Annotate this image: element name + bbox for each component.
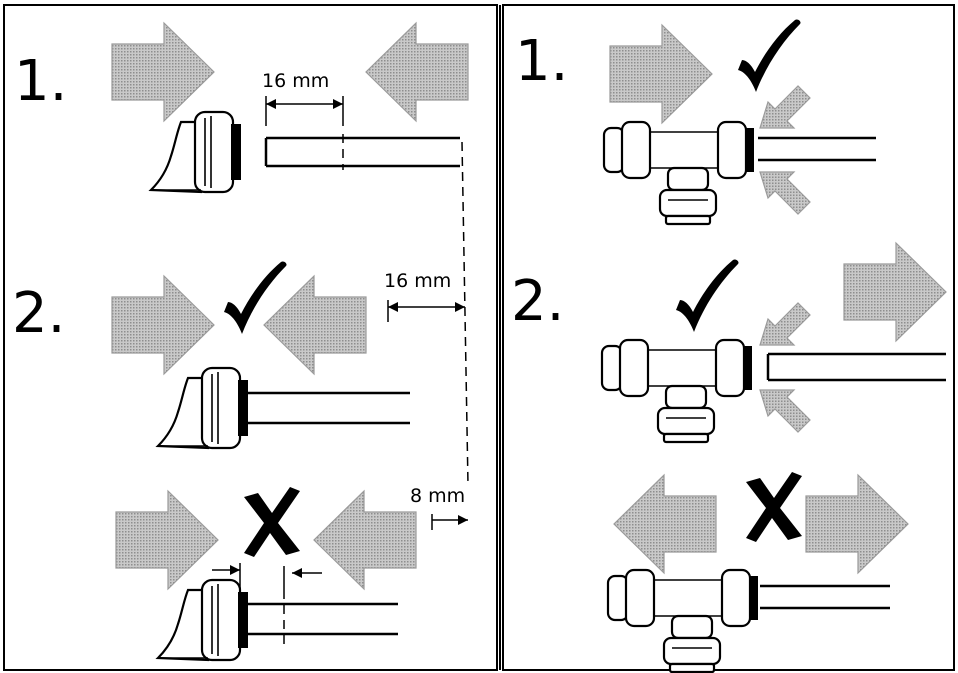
insertion-arrows-icon <box>212 563 322 590</box>
push-arrow-left-icon <box>613 474 717 574</box>
left-step2-dimension-top: 16 mm <box>384 270 451 292</box>
push-arrow-left-icon <box>365 22 469 122</box>
tube-icon <box>246 590 398 646</box>
push-arrow-right-icon <box>805 474 909 574</box>
straight-connector-icon <box>149 110 243 194</box>
tube-icon <box>264 134 460 170</box>
left-step1-label: 1. <box>14 49 67 114</box>
push-arrow-right-icon <box>111 275 215 375</box>
release-arrow-icon <box>759 171 811 215</box>
tube-icon <box>246 391 410 425</box>
right-panel-border <box>502 4 955 671</box>
right-step1-label: 1. <box>515 29 568 94</box>
push-arrow-left-icon <box>313 490 417 590</box>
tee-connector-icon <box>600 338 754 444</box>
push-arrow-left-icon <box>263 275 367 375</box>
tube-icon <box>766 352 946 382</box>
push-arrow-right-icon <box>115 490 219 590</box>
left-step2-dimension-bottom: 8 mm <box>410 485 465 507</box>
tube-icon <box>760 584 890 610</box>
tee-connector-icon <box>602 120 756 226</box>
left-step1-dimension: 16 mm <box>262 70 329 92</box>
dimension-arrow-icon <box>387 300 465 322</box>
straight-connector-icon <box>156 366 250 450</box>
dimension-arrow-icon <box>431 514 468 530</box>
check-mark-icon <box>676 259 739 332</box>
release-arrow-icon <box>759 389 811 433</box>
check-mark-icon <box>738 19 801 93</box>
guide-line <box>461 141 469 486</box>
tube-icon <box>758 136 876 162</box>
release-arrow-icon <box>759 85 811 129</box>
tee-connector-icon <box>606 568 760 673</box>
straight-connector-icon <box>156 578 250 662</box>
cross-mark-icon <box>244 487 300 557</box>
dimension-arrow-icon <box>265 96 344 126</box>
cross-mark-icon <box>746 472 802 542</box>
left-panel-border <box>3 4 498 671</box>
push-arrow-right-icon <box>609 24 713 124</box>
push-arrow-right-icon <box>111 22 215 122</box>
push-arrow-right-icon <box>843 242 947 342</box>
right-step2-label: 2. <box>511 269 564 334</box>
left-step2-label: 2. <box>12 281 65 346</box>
release-arrow-icon <box>759 302 811 346</box>
